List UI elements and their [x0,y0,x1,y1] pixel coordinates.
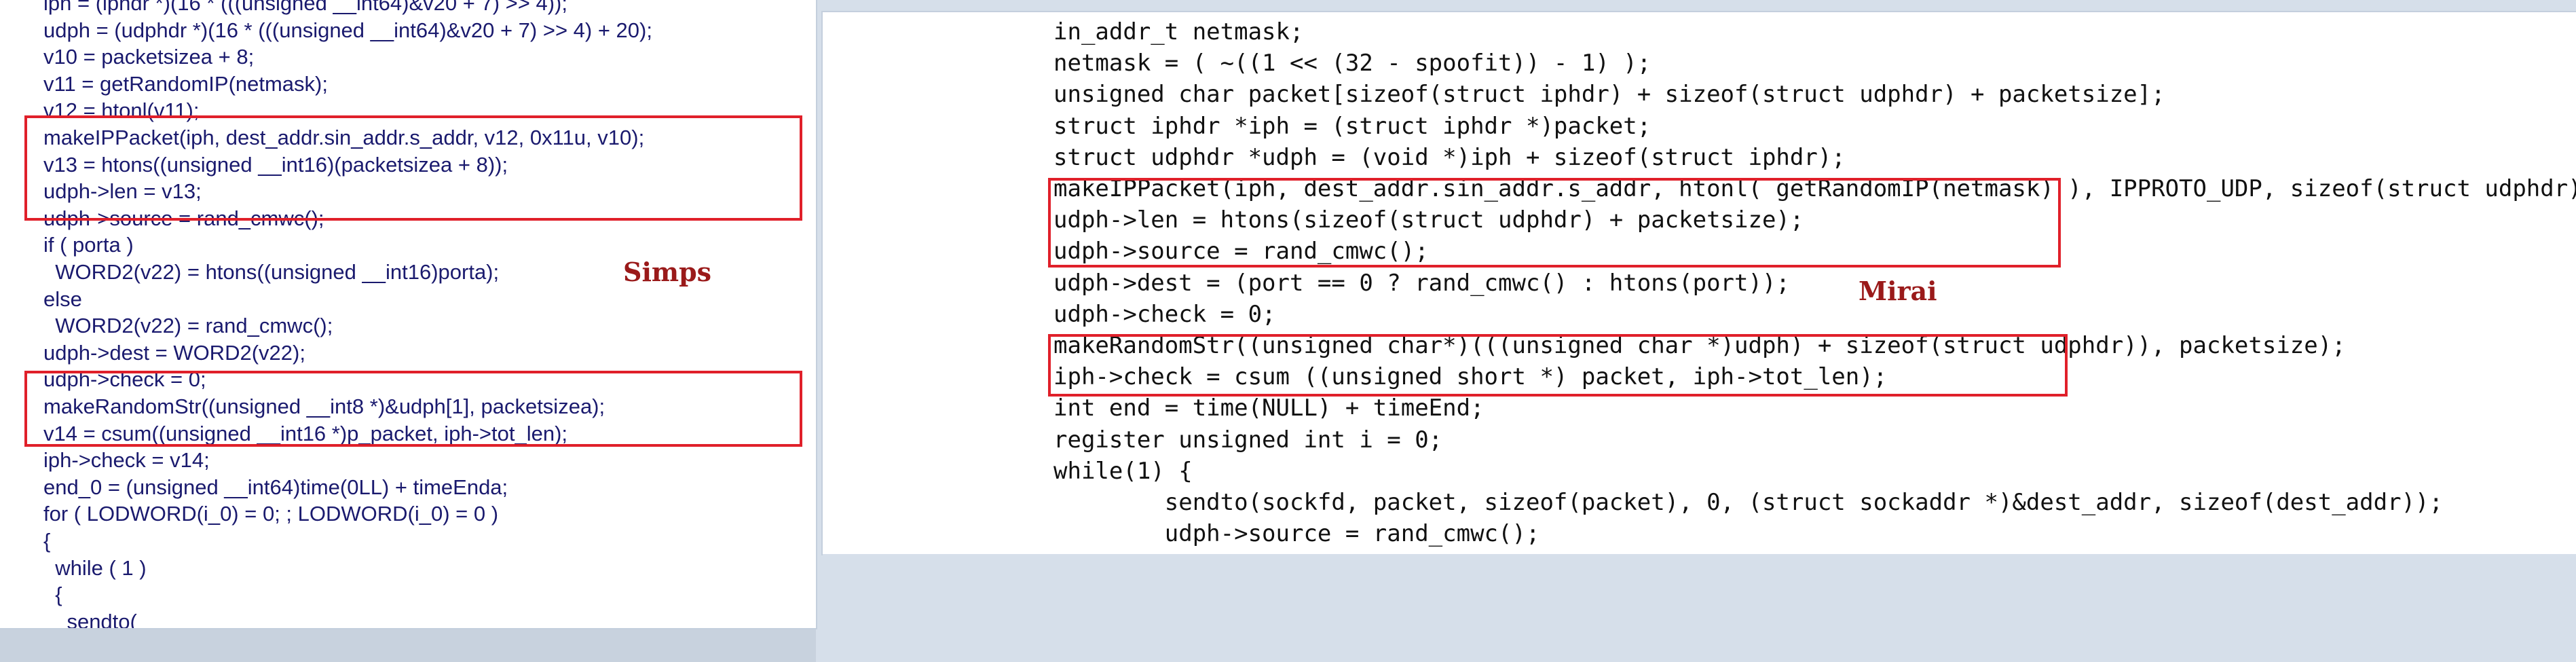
highlight-box-ip-packet [1048,178,2061,268]
code-line[interactable]: sendto(sockfd, packet, sizeof(packet), 0… [1053,489,2443,516]
malware-family-label: Mirai [1859,276,1937,306]
code-line[interactable]: v13 = htons((unsigned __int16)(packetsiz… [43,152,508,177]
code-line[interactable]: end_0 = (unsigned __int64)time(0LL) + ti… [43,475,508,499]
code-line[interactable]: udph->source = rand_cmwc(); [1053,238,1429,265]
code-line[interactable]: while ( 1 ) [43,555,147,580]
code-line[interactable]: { [43,529,51,553]
highlight-box-ip-packet [24,115,802,221]
code-line[interactable]: WORD2(v22) = htons((unsigned __int16)por… [43,260,500,284]
right-code-pane[interactable]: in_addr_t netmask; netmask = ( ~((1 << (3… [821,11,2576,555]
code-line[interactable]: WORD2(v22) = rand_cmwc(); [43,314,333,338]
code-line[interactable]: int end = time(NULL) + timeEnd; [1053,394,1485,422]
left-code-pane[interactable]: iph = (iphdr *)(16 * (((unsigned __int64… [0,0,817,629]
code-line[interactable]: { [43,583,62,607]
code-line[interactable]: udph->len = htons(sizeof(struct udphdr) … [1053,206,1804,234]
code-line[interactable]: v12 = htonl(v11); [43,98,200,123]
code-line[interactable]: sendto( [43,609,137,629]
code-line[interactable]: udph = (udphdr *)(16 * (((unsigned __int… [43,18,652,42]
code-line[interactable]: v10 = packetsizea + 8; [43,45,255,69]
code-line[interactable]: v11 = getRandomIP(netmask); [43,71,328,96]
code-line[interactable]: in_addr_t netmask; [1053,18,1304,45]
code-line[interactable]: udph->source = rand_cmwc(); [1053,520,1540,548]
code-line[interactable]: for ( LODWORD(i_0) = 0; ; LODWORD(i_0) =… [43,502,499,526]
code-line[interactable]: iph = (iphdr *)(16 * (((unsigned __int64… [43,0,567,15]
code-line[interactable]: register unsigned int i = 0; [1053,426,1443,454]
malware-family-label: Simps [623,257,712,287]
code-line[interactable]: makeRandomStr((unsigned __int8 *)&udph[1… [43,394,605,418]
code-line[interactable]: makeIPPacket(iph, dest_addr.sin_addr.s_a… [43,126,645,149]
code-line[interactable]: udph->check = 0; [1053,300,1276,328]
left-horizontal-scrollbar[interactable] [0,629,816,662]
highlight-box-checksum [1048,334,2068,397]
code-line[interactable]: iph->check = csum ((unsigned short *) pa… [1053,363,1888,391]
code-line[interactable]: iph->check = v14; [43,448,210,473]
code-line[interactable]: v14 = csum((unsigned __int16 *)p_packet,… [43,421,568,445]
code-line[interactable]: struct udphdr *udph = (void *)iph + size… [1053,143,1846,171]
code-line[interactable]: unsigned char packet[sizeof(struct iphdr… [1053,81,2165,109]
code-line[interactable]: struct iphdr *iph = (struct iphdr *)pack… [1053,112,1651,140]
code-line[interactable]: netmask = ( ~((1 << (32 - spoofit)) - 1)… [1053,50,1651,77]
code-line[interactable]: if ( porta ) [43,233,134,257]
code-line[interactable]: while(1) { [1053,457,1193,485]
code-line[interactable]: udph->dest = (port == 0 ? rand_cmwc() : … [1053,269,1790,297]
code-line[interactable]: udph->dest = WORD2(v22); [43,340,305,365]
right-pane-footer [823,554,2576,662]
code-line[interactable]: udph->len = v13; [43,179,202,204]
highlight-box-checksum [24,371,802,447]
code-line[interactable]: else [43,287,82,311]
